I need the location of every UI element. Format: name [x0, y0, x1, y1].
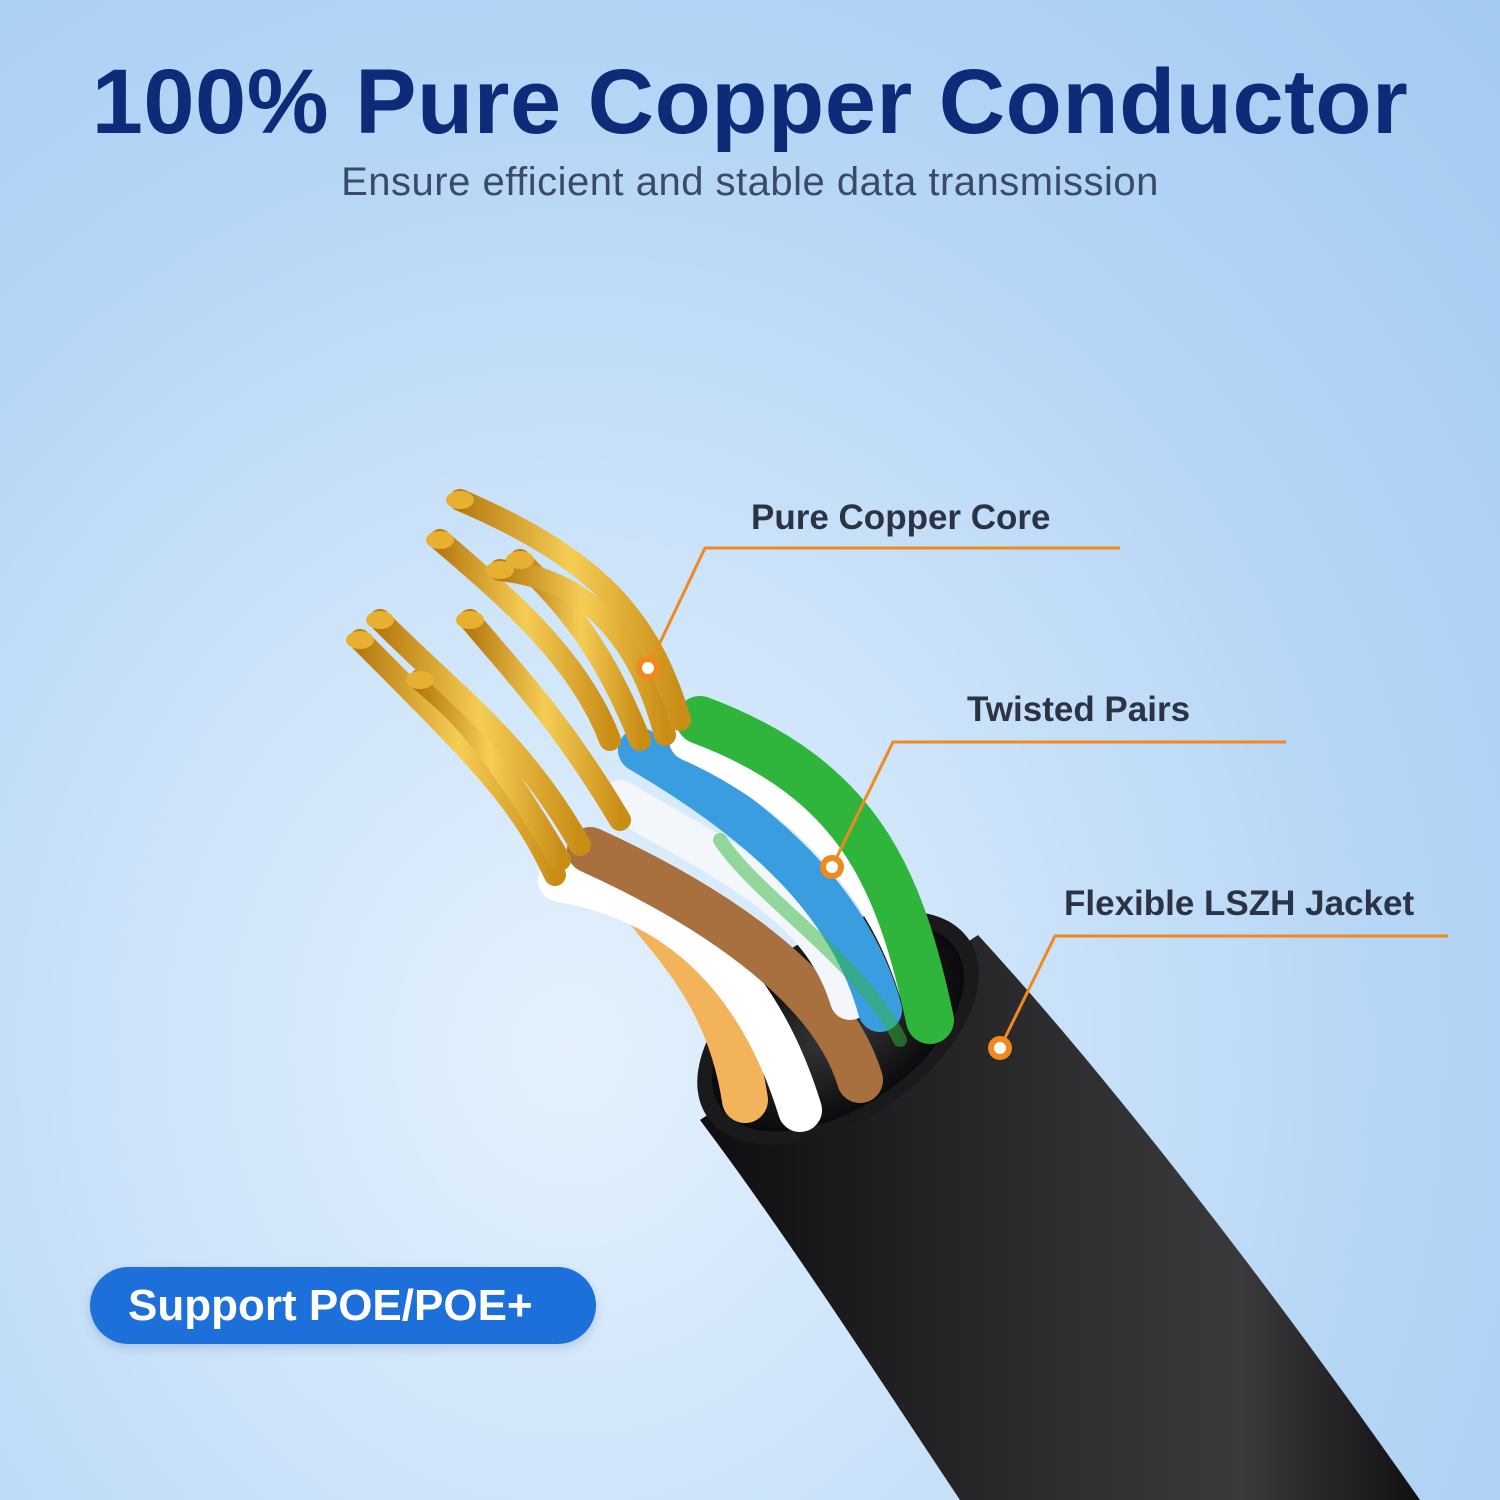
page-title: 100% Pure Copper Conductor — [91, 51, 1409, 153]
callout-lszh-jacket: Flexible LSZH Jacket — [1064, 884, 1415, 923]
callout-lines — [646, 546, 1448, 1049]
callout-copper-core: Pure Copper Core — [751, 498, 1051, 537]
twisted-pairs — [538, 696, 954, 1132]
callout-dots — [636, 656, 1012, 1060]
poe-support-badge: Support POE/POE+ — [90, 1267, 596, 1344]
copper-core-tips — [346, 491, 534, 689]
callout-twisted-pairs: Twisted Pairs — [967, 690, 1191, 729]
poe-support-label: Support POE/POE+ — [128, 1280, 533, 1330]
copper-cores — [349, 489, 691, 886]
page-subtitle: Ensure efficient and stable data transmi… — [341, 160, 1159, 204]
